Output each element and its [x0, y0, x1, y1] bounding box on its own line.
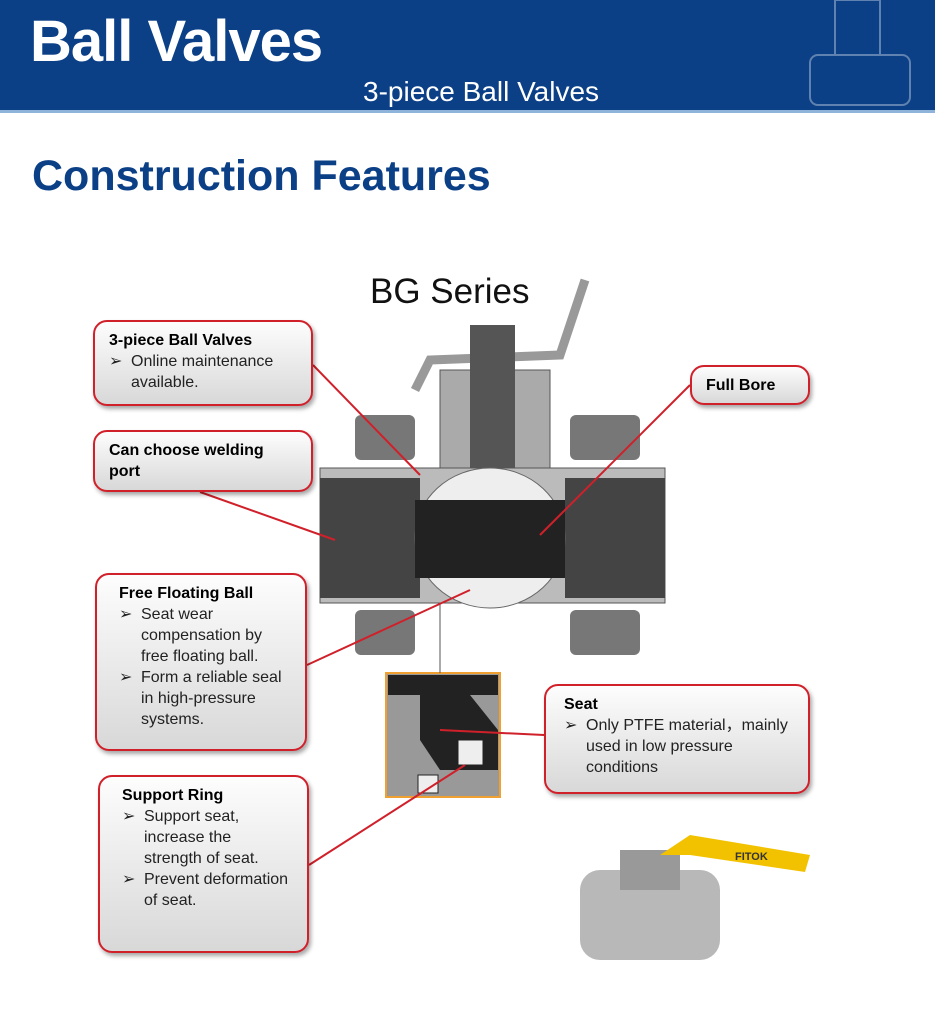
callout-item: Only PTFE material，mainly used in low pr… [564, 715, 794, 778]
page-title: Ball Valves [30, 9, 323, 74]
valve-product-photo: FITOK [580, 835, 810, 960]
callout-item: Support seat, increase the strength of s… [122, 806, 293, 869]
callout-title: Free Floating Ball [119, 585, 254, 602]
callout-seat: Seat Only PTFE material，mainly used in l… [544, 684, 810, 794]
page-subtitle: 3-piece Ball Valves [363, 76, 600, 107]
callout-item: Online maintenance available. [109, 351, 297, 393]
valve-watermark-icon [809, 0, 911, 106]
callout-title: Can choose welding port [109, 442, 264, 480]
callout-title: Seat [564, 696, 598, 713]
section-title: Construction Features [32, 152, 491, 200]
header-banner: Ball Valves 3-piece Ball Valves [0, 0, 935, 113]
callout-free-floating-ball: Free Floating Ball Seat wear compensatio… [95, 573, 307, 751]
callout-support-ring: Support Ring Support seat, increase the … [98, 775, 309, 953]
callout-item: Seat wear compensation by free floating … [119, 604, 291, 667]
diagram-title: BG Series [370, 272, 530, 311]
callout-three-piece: 3-piece Ball Valves Online maintenance a… [93, 320, 313, 406]
callout-title: Support Ring [122, 787, 224, 804]
callout-welding-port: Can choose welding port [93, 430, 313, 492]
callout-full-bore: Full Bore [690, 365, 810, 405]
callout-title: Full Bore [706, 377, 776, 394]
svg-text:FITOK: FITOK [735, 851, 768, 863]
callout-item: Prevent deformation of seat. [122, 869, 293, 911]
callout-title: 3-piece Ball Valves [109, 332, 253, 349]
callout-item: Form a reliable seal in high-pressure sy… [119, 667, 291, 730]
